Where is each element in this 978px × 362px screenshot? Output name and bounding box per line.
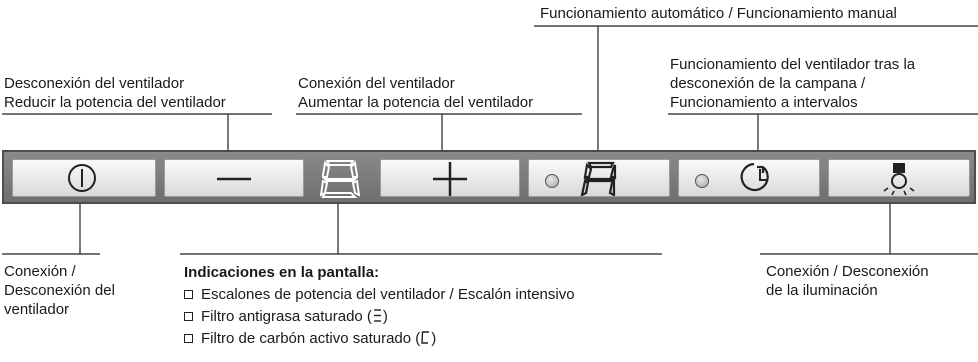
checkbox-icon: [184, 312, 193, 321]
auto-manual-button[interactable]: [528, 159, 670, 197]
power-line1: Conexión /: [4, 263, 76, 280]
fan-off-label: Desconexión del ventilador Reducir la po…: [4, 74, 226, 112]
fan-off-line1: Desconexión del ventilador: [4, 75, 185, 92]
power-line3: ventilador: [4, 301, 70, 318]
fan-off-line2: Reducir la potencia del ventilador: [4, 94, 226, 111]
power-line2: Desconexión del: [4, 282, 115, 299]
fan-minus-button[interactable]: [164, 159, 304, 197]
closing-paren-2: ): [431, 330, 437, 347]
light-button[interactable]: [828, 159, 970, 197]
after-run-line3: Funcionamiento a intervalos: [670, 94, 858, 111]
power-button[interactable]: [12, 159, 156, 197]
light-label: Conexión / Desconexión de la iluminación: [766, 262, 929, 300]
display-item-1: Escalones de potencia del ventilador / E…: [184, 284, 575, 306]
light-line2: de la iluminación: [766, 282, 878, 299]
after-run-line1: Funcionamiento del ventilador tras la: [670, 56, 916, 73]
grease-filter-symbol-icon: [373, 309, 381, 322]
control-panel: [2, 150, 976, 204]
light-line1: Conexión / Desconexión: [766, 263, 929, 280]
power-icon: [68, 164, 96, 192]
display-heading: Indicaciones en la pantalla:: [184, 264, 380, 281]
display-item-3-text: Filtro de carbón activo saturado (: [201, 330, 421, 347]
carbon-filter-symbol-icon: [421, 331, 430, 344]
fan-on-line1: Conexión del ventilador: [298, 75, 455, 92]
plus-icon: [433, 162, 467, 196]
closing-paren-1: ): [382, 308, 388, 325]
display-item-1-text: Escalones de potencia del ventilador / E…: [201, 286, 575, 303]
clock-icon: [740, 162, 769, 192]
display-item-2: Filtro antigrasa saturado (): [184, 306, 575, 328]
timer-indicator-led: [695, 174, 709, 188]
fan-on-label: Conexión del ventilador Aumentar la pote…: [298, 74, 533, 112]
display-indications: Indicaciones en la pantalla: Escalones d…: [184, 262, 575, 350]
fan-on-line2: Aumentar la potencia del ventilador: [298, 94, 534, 111]
checkbox-icon: [184, 334, 193, 343]
after-run-label: Funcionamiento del ventilador tras la de…: [670, 55, 915, 112]
fan-plus-button[interactable]: [380, 159, 520, 197]
after-run-line2: desconexión de la campana /: [670, 75, 866, 92]
letter-a-icon: [580, 161, 617, 196]
display-item-2-text: Filtro antigrasa saturado (: [201, 308, 372, 325]
light-icon: [883, 163, 915, 196]
auto-indicator-led: [545, 174, 559, 188]
checkbox-icon: [184, 290, 193, 299]
after-run-button[interactable]: [678, 159, 820, 197]
display-item-3: Filtro de carbón activo saturado (): [184, 328, 575, 350]
minus-icon: [217, 177, 251, 181]
segment-display-icon: [319, 160, 361, 198]
auto-manual-label: Funcionamiento automático / Funcionamien…: [540, 5, 897, 22]
power-label: Conexión / Desconexión del ventilador: [4, 262, 115, 319]
